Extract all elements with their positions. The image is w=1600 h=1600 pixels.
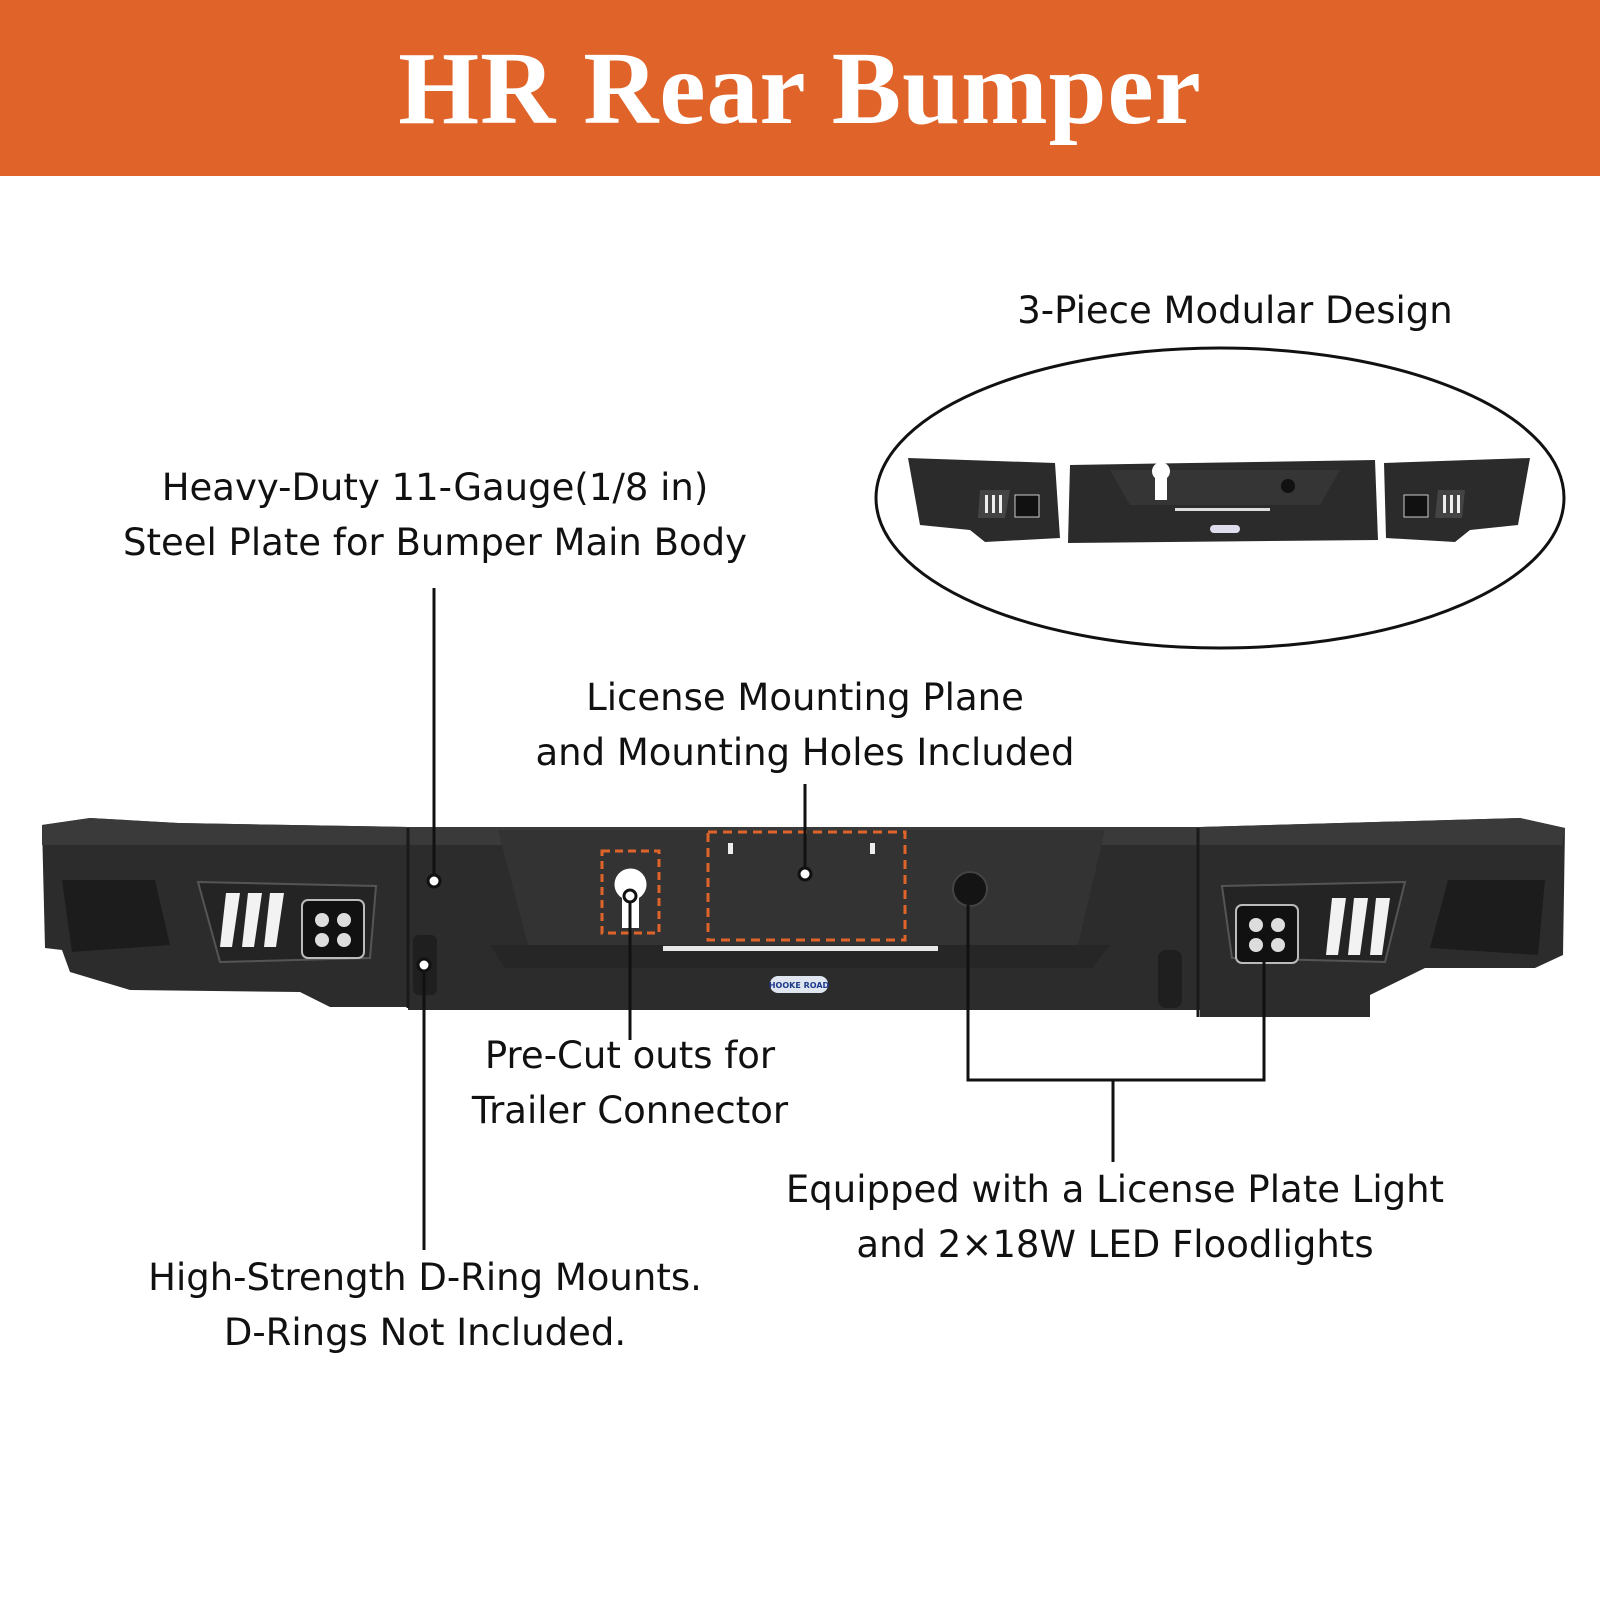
steel-plate-label: Heavy-Duty 11-Gauge(1/8 in) Steel Plate …: [60, 460, 810, 570]
trailer-connector-label: Pre-Cut outs for Trailer Connector: [400, 1028, 860, 1138]
inset-left-piece: [908, 458, 1060, 542]
lights-label: Equipped with a License Plate Light and …: [720, 1162, 1510, 1272]
trailer-line-2: Trailer Connector: [471, 1089, 789, 1132]
d-ring-label: High-Strength D-Ring Mounts. D-Rings Not…: [100, 1250, 750, 1360]
right-led-floodlight-icon: [1235, 904, 1299, 964]
inset-ellipse: [874, 346, 1566, 650]
license-callout-dot: [797, 866, 813, 882]
trailer-callout-dot: [622, 888, 638, 904]
trailer-line-1: Pre-Cut outs for: [484, 1034, 776, 1077]
right-vent-2: [1348, 898, 1368, 955]
modular-design-label: 3-Piece Modular Design: [990, 283, 1480, 338]
license-line-1: License Mounting Plane: [586, 676, 1024, 719]
brand-badge-text: HOOKE ROAD: [769, 981, 830, 990]
lights-line-2: and 2×18W LED Floodlights: [856, 1223, 1374, 1266]
right-vent-3: [1370, 898, 1390, 955]
callout-lines: [422, 588, 1266, 1250]
license-hole-left: [728, 843, 733, 854]
lights-callout-bracket: [966, 905, 1266, 1082]
steel-callout-dot: [426, 873, 442, 889]
license-plate-light: [952, 871, 988, 907]
right-vent-1: [1326, 898, 1346, 955]
steel-line-1: Heavy-Duty 11-Gauge(1/8 in): [161, 466, 709, 509]
steel-line-2: Steel Plate for Bumper Main Body: [122, 521, 748, 564]
callout-dots: [416, 866, 813, 973]
inset-center-piece: [1068, 460, 1378, 543]
title-banner: HR Rear Bumper: [0, 0, 1600, 176]
right-d-ring-mount: [1158, 950, 1182, 1008]
brand-badge: [770, 976, 828, 993]
dring-callout-dot: [416, 957, 432, 973]
license-line-2: and Mounting Holes Included: [535, 731, 1075, 774]
modular-line-1: 3-Piece Modular Design: [1017, 289, 1453, 332]
inset-right-piece: [1384, 458, 1530, 542]
lights-line-1: Equipped with a License Plate Light: [785, 1168, 1445, 1211]
left-vent-1: [220, 893, 240, 947]
modular-inset: [874, 346, 1566, 650]
license-recess: [498, 830, 1105, 945]
license-plate-light-strip: [663, 946, 938, 951]
license-hole-right: [870, 843, 875, 854]
left-led-floodlight-icon: [301, 899, 365, 959]
dring-line-1: High-Strength D-Ring Mounts.: [148, 1256, 702, 1299]
left-vent-3: [264, 893, 284, 947]
dring-line-2: D-Rings Not Included.: [223, 1311, 627, 1354]
license-mounting-label: License Mounting Plane and Mounting Hole…: [480, 670, 1130, 780]
left-vent-2: [242, 893, 262, 947]
trailer-cutout-highlight: [600, 849, 661, 935]
page-title: HR Rear Bumper: [398, 30, 1202, 146]
